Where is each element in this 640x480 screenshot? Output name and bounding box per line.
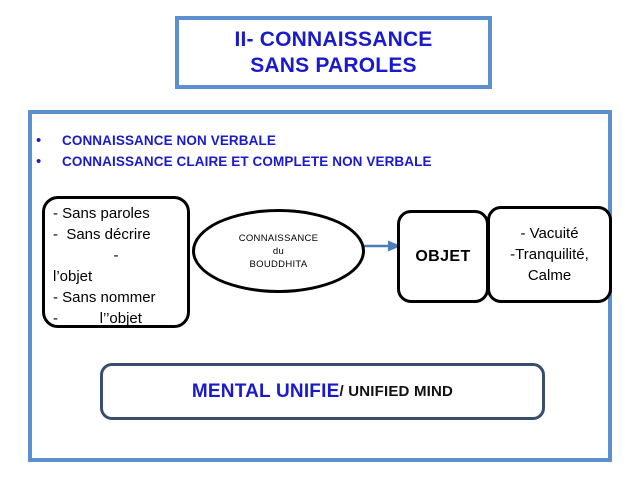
knowledge-ellipse-line-2: du <box>272 245 285 257</box>
bullet-dot-icon: • <box>36 153 42 170</box>
bullet-item-1-label: CONNAISSANCE NON VERBALE <box>62 133 276 148</box>
conditions-line-4: l’objet <box>53 268 93 285</box>
bullet-list: • CONNAISSANCE NON VERBALE • CONNAISSANC… <box>36 130 576 172</box>
conditions-line-2: - Sans décrire <box>53 226 151 243</box>
vacuite-line-2: -Tranquilité, <box>510 246 589 263</box>
objet-box: OBJET <box>397 210 489 303</box>
mental-unifie-english-label: / UNIFIED MIND <box>339 383 454 400</box>
knowledge-ellipse-line-1: CONNAISSANCE <box>238 232 319 244</box>
mental-unifie-french-label: MENTAL UNIFIE <box>191 380 340 402</box>
conditions-line-1: - Sans paroles <box>53 205 150 222</box>
knowledge-ellipse: CONNAISSANCE du BOUDDHITA <box>192 209 365 293</box>
slide-title-box: II- CONNAISSANCE SANS PAROLES <box>175 16 492 89</box>
conditions-line-3: - <box>113 247 119 264</box>
vacuite-line-3: Calme <box>527 267 572 284</box>
arrow-right-icon <box>360 240 401 252</box>
bullet-item-2: • CONNAISSANCE CLAIRE ET COMPLETE NON VE… <box>36 151 576 172</box>
bullet-item-2-label: CONNAISSANCE CLAIRE ET COMPLETE NON VERB… <box>62 154 432 169</box>
slide-title-line-2: SANS PAROLES <box>250 53 417 77</box>
objet-label: OBJET <box>415 247 471 265</box>
conditions-line-6: - l’’objet <box>53 310 142 327</box>
bullet-dot-icon: • <box>36 132 42 149</box>
bullet-item-1: • CONNAISSANCE NON VERBALE <box>36 130 576 151</box>
conditions-line-5: - Sans nommer <box>53 289 156 306</box>
vacuite-line-1: - Vacuité <box>520 225 579 242</box>
vacuite-box: - Vacuité -Tranquilité, Calme <box>487 206 612 303</box>
knowledge-ellipse-line-3: BOUDDHITA <box>249 258 308 270</box>
mental-unifie-box: MENTAL UNIFIE / UNIFIED MIND <box>100 363 545 420</box>
conditions-box: - Sans paroles - Sans décrire - l’objet … <box>42 196 190 328</box>
slide-title-line-1: II- CONNAISSANCE <box>234 27 433 51</box>
